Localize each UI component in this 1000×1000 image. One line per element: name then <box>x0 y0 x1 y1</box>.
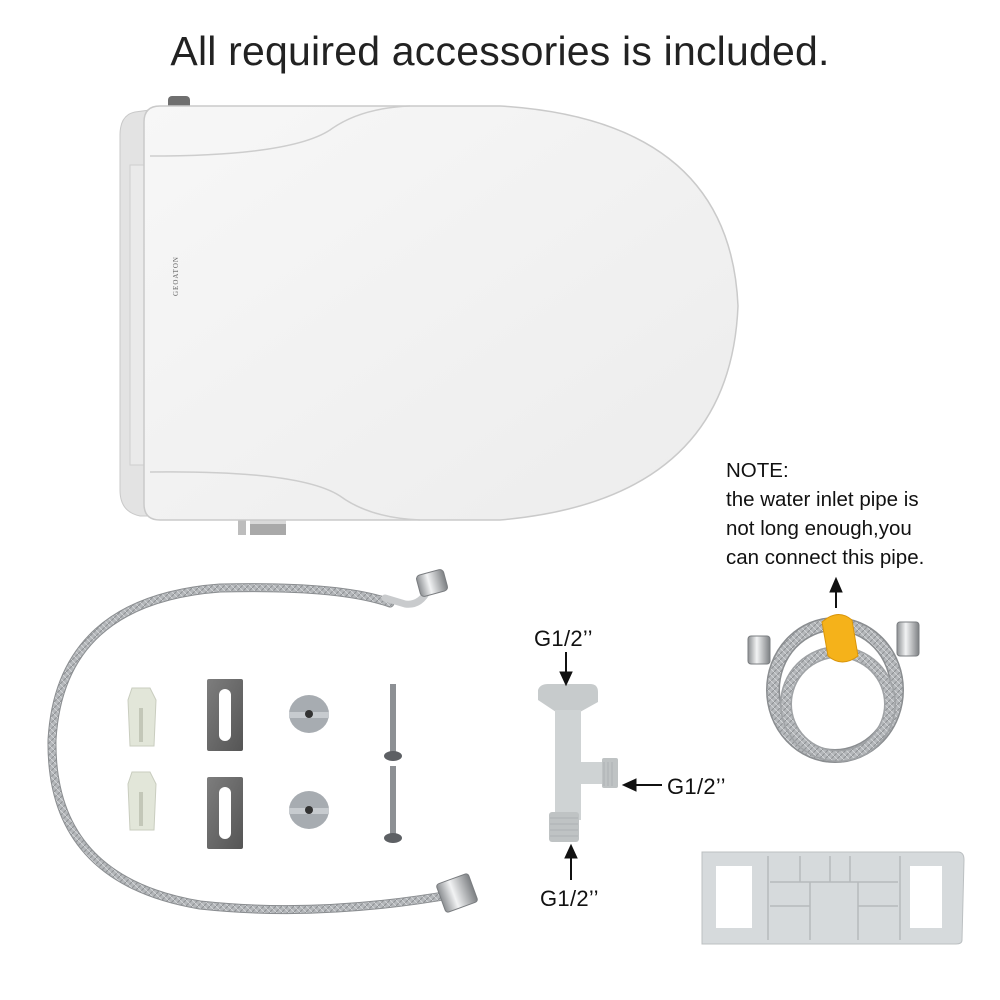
extension-hose <box>747 614 920 763</box>
t-valve-adapter <box>538 684 618 842</box>
page-title: All required accessories is included. <box>170 28 830 74</box>
expansion-anchors <box>127 687 157 831</box>
note-block: NOTE: the water inlet pipe is not long eno… <box>726 456 924 572</box>
mounting-bracket-plate <box>701 851 965 945</box>
mounting-screws <box>384 684 402 843</box>
note-line-3: can connect this pipe. <box>726 546 925 569</box>
tee-top-label: G1/2’’ <box>534 626 593 651</box>
brand-mark: GEOATON <box>172 256 180 296</box>
winged-nuts <box>289 695 329 829</box>
arrow-icons <box>559 576 843 880</box>
note-heading: NOTE: <box>726 459 789 482</box>
note-line-2: not long enough,you <box>726 517 912 540</box>
note-line-1: the water inlet pipe is <box>726 488 919 511</box>
bidet-seat <box>119 96 739 535</box>
braided-water-hose <box>47 569 478 915</box>
slotted-metal-plates <box>207 679 243 849</box>
tee-bottom-label: G1/2’’ <box>540 886 599 911</box>
tee-side-label: G1/2’’ <box>667 774 726 799</box>
yellow-clip-icon <box>821 614 859 663</box>
